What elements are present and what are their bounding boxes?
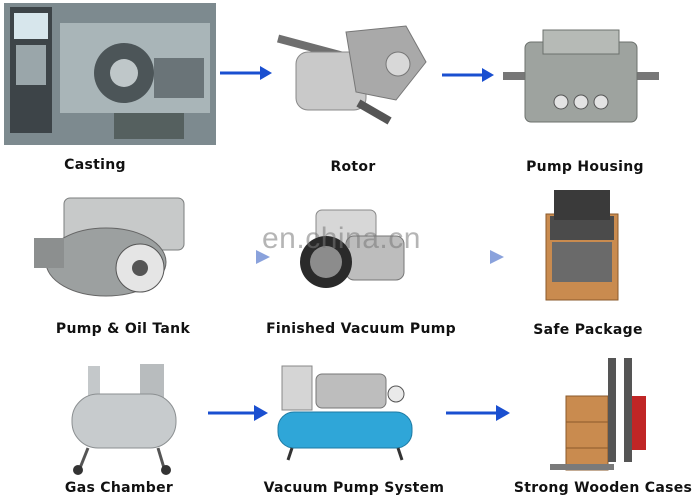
step-label-finished-vacuum-pump: Finished Vacuum Pump xyxy=(266,321,456,337)
vacuum-pump-system-image xyxy=(272,364,418,464)
casting-machine-image xyxy=(4,3,216,145)
step-label-gas-chamber: Gas Chamber xyxy=(64,480,174,496)
watermark-text: en.china.cn xyxy=(262,222,421,255)
strong-wooden-cases-image xyxy=(546,356,664,474)
step-label-strong-wooden-cases: Strong Wooden Cases xyxy=(513,480,693,496)
gas-chamber-image xyxy=(58,364,186,476)
arrow-right-icon xyxy=(206,402,270,428)
pump-oil-tank-image xyxy=(28,192,190,302)
rotor-image xyxy=(276,22,438,134)
step-label-pump-oil-tank: Pump & Oil Tank xyxy=(55,321,191,337)
arrow-right-icon xyxy=(488,248,506,270)
step-label-rotor: Rotor xyxy=(330,159,376,175)
finished-vacuum-pump-image xyxy=(286,206,406,292)
safe-package-image xyxy=(540,186,624,304)
step-label-casting: Casting xyxy=(64,157,126,173)
arrow-right-icon xyxy=(440,66,496,88)
step-label-safe-package: Safe Package xyxy=(533,322,643,338)
step-label-pump-housing: Pump Housing xyxy=(526,159,644,175)
step-label-vacuum-pump-system: Vacuum Pump System xyxy=(263,480,445,496)
arrow-right-icon xyxy=(218,64,274,86)
pump-housing-image xyxy=(503,24,659,136)
arrow-right-icon xyxy=(444,402,512,428)
arrow-right-icon xyxy=(254,248,272,270)
